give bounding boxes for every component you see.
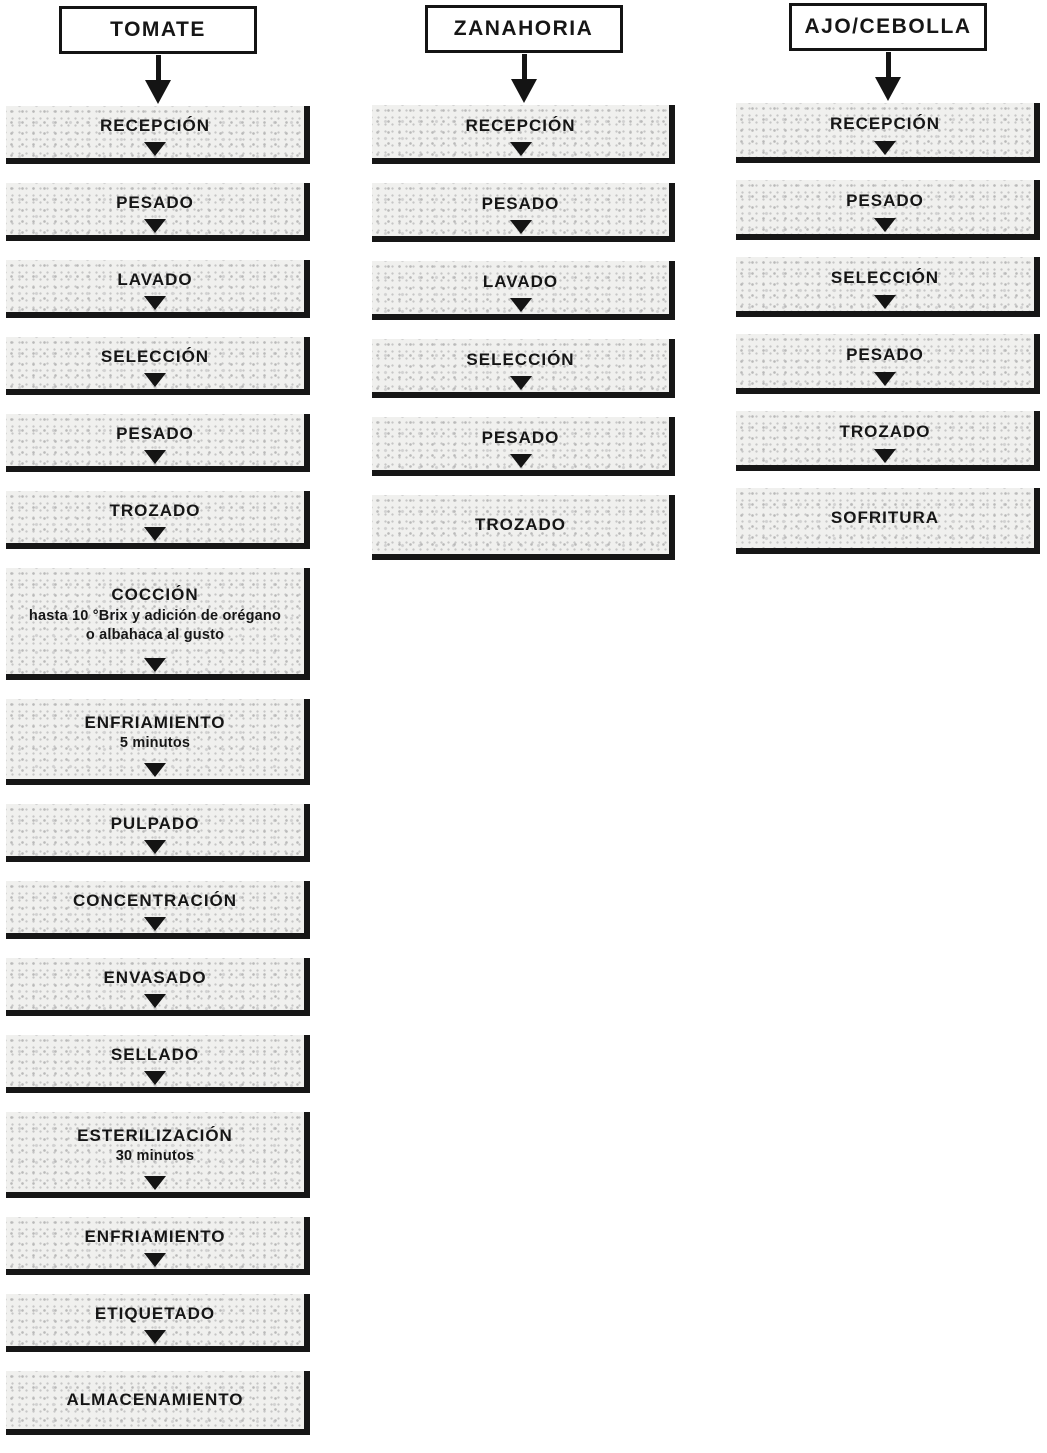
arrow-down-icon: [144, 142, 166, 156]
step-label: ETIQUETADO: [94, 1304, 216, 1324]
arrow-down-icon: [144, 1071, 166, 1085]
process-step: SELECCIÓN: [6, 337, 310, 395]
arrow-down-icon: [144, 296, 166, 310]
arrow-down-icon: [509, 298, 532, 312]
arrow-down-icon: [875, 52, 901, 101]
arrow-down-icon: [510, 54, 537, 103]
process-step: PESADO: [372, 183, 675, 242]
arrow-down-icon: [144, 1253, 166, 1267]
arrow-down-icon: [144, 373, 166, 387]
process-step: TROZADO: [6, 491, 310, 549]
arrow-down-icon: [509, 220, 532, 234]
header-connector: [141, 55, 175, 106]
step-subtext: 30 minutos: [115, 1148, 195, 1165]
step-label: CONCENTRACIÓN: [72, 891, 238, 911]
process-step: RECEPCIÓN: [372, 105, 675, 164]
step-label: PESADO: [116, 424, 194, 444]
arrow-down-icon: [144, 450, 166, 464]
process-step: ALMACENAMIENTO: [6, 1371, 310, 1435]
process-step: SOFRITURA: [736, 488, 1040, 554]
arrow-down-icon: [874, 295, 896, 309]
process-step: ENFRIAMIENTO 5 minutos: [6, 699, 310, 785]
flow-column-zanahoria: ZANAHORIA RECEPCIÓN PESADO LAVADO SELECCIÓN P…: [372, 0, 675, 560]
step-label: SELECCIÓN: [830, 268, 940, 288]
process-step: CONCENTRACIÓN: [6, 881, 310, 939]
step-label: COCCIÓN: [111, 585, 199, 605]
steps-zanahoria: RECEPCIÓN PESADO LAVADO SELECCIÓN PESADO TROZ…: [372, 105, 675, 560]
process-step: PESADO: [736, 180, 1040, 240]
arrow-down-icon: [144, 1330, 166, 1344]
step-label: LAVADO: [482, 271, 559, 291]
process-step: PULPADO: [6, 804, 310, 862]
step-label: ALMACENAMIENTO: [66, 1390, 244, 1410]
step-label: PESADO: [481, 427, 560, 447]
process-step: SELLADO: [6, 1035, 310, 1093]
steps-tomate: RECEPCIÓN PESADO LAVADO SELECCIÓN PESADO TROZ…: [6, 106, 310, 1435]
process-step: TROZADO: [736, 411, 1040, 471]
step-label: PESADO: [846, 191, 924, 211]
process-step: RECEPCIÓN: [6, 106, 310, 164]
arrow-down-icon: [144, 658, 166, 672]
arrow-down-icon: [874, 218, 896, 232]
step-label: SELLADO: [110, 1045, 200, 1065]
arrow-down-icon: [144, 1176, 166, 1190]
step-subtext: hasta 10 °Brix y adición de orégano o al…: [28, 607, 282, 643]
process-step: PESADO: [736, 334, 1040, 394]
step-label: ENVASADO: [103, 968, 207, 988]
process-step: PESADO: [372, 417, 675, 476]
arrow-down-icon: [145, 55, 171, 104]
arrow-down-icon: [509, 376, 532, 390]
step-label: ENFRIAMIENTO: [84, 712, 226, 732]
step-label: ESTERILIZACIÓN: [77, 1125, 233, 1145]
process-step: LAVADO: [372, 261, 675, 320]
process-step: SELECCIÓN: [372, 339, 675, 398]
arrow-down-icon: [144, 917, 166, 931]
arrow-down-icon: [144, 994, 166, 1008]
step-label: ENFRIAMIENTO: [84, 1227, 226, 1247]
step-label: SOFRITURA: [830, 508, 940, 528]
arrow-down-icon: [144, 219, 166, 233]
step-label: RECEPCIÓN: [99, 116, 211, 136]
step-label: SELECCIÓN: [100, 347, 210, 367]
step-label: LAVADO: [117, 270, 193, 290]
process-step: ENVASADO: [6, 958, 310, 1016]
process-step: ETIQUETADO: [6, 1294, 310, 1352]
process-step: TROZADO: [372, 495, 675, 560]
flow-column-tomate: TOMATE RECEPCIÓN PESADO LAVADO SELECCIÓN PESA…: [6, 0, 310, 1435]
process-step: ESTERILIZACIÓN 30 minutos: [6, 1112, 310, 1198]
header-connector: [871, 52, 905, 103]
step-label: RECEPCIÓN: [465, 115, 576, 135]
process-step: ENFRIAMIENTO: [6, 1217, 310, 1275]
column-header-zanahoria: ZANAHORIA: [424, 5, 623, 53]
step-label: TROZADO: [109, 501, 201, 521]
process-step: PESADO: [6, 183, 310, 241]
arrow-down-icon: [144, 763, 166, 777]
process-step: PESADO: [6, 414, 310, 472]
column-header-ajo-cebolla: AJO/CEBOLLA: [789, 3, 987, 51]
arrow-down-icon: [874, 141, 896, 155]
process-step: LAVADO: [6, 260, 310, 318]
step-label: PESADO: [116, 193, 194, 213]
step-label: PULPADO: [110, 814, 200, 834]
step-label: PESADO: [481, 193, 560, 213]
step-label: RECEPCIÓN: [829, 114, 941, 134]
step-label: TROZADO: [474, 514, 567, 534]
step-subtext: 5 minutos: [119, 735, 191, 752]
arrow-down-icon: [874, 449, 896, 463]
step-label: TROZADO: [839, 422, 931, 442]
flow-column-ajo-cebolla: AJO/CEBOLLA RECEPCIÓN PESADO SELECCIÓN PESAD…: [736, 0, 1040, 554]
column-header-tomate: TOMATE: [59, 6, 257, 54]
step-label: SELECCIÓN: [466, 349, 575, 369]
arrow-down-icon: [144, 527, 166, 541]
process-step: RECEPCIÓN: [736, 103, 1040, 163]
steps-ajo-cebolla: RECEPCIÓN PESADO SELECCIÓN PESADO TROZADO SOF…: [736, 103, 1040, 554]
process-step: SELECCIÓN: [736, 257, 1040, 317]
arrow-down-icon: [509, 454, 532, 468]
arrow-down-icon: [144, 840, 166, 854]
header-connector: [507, 54, 541, 105]
arrow-down-icon: [874, 372, 896, 386]
arrow-down-icon: [509, 142, 532, 156]
step-label: PESADO: [846, 345, 924, 365]
